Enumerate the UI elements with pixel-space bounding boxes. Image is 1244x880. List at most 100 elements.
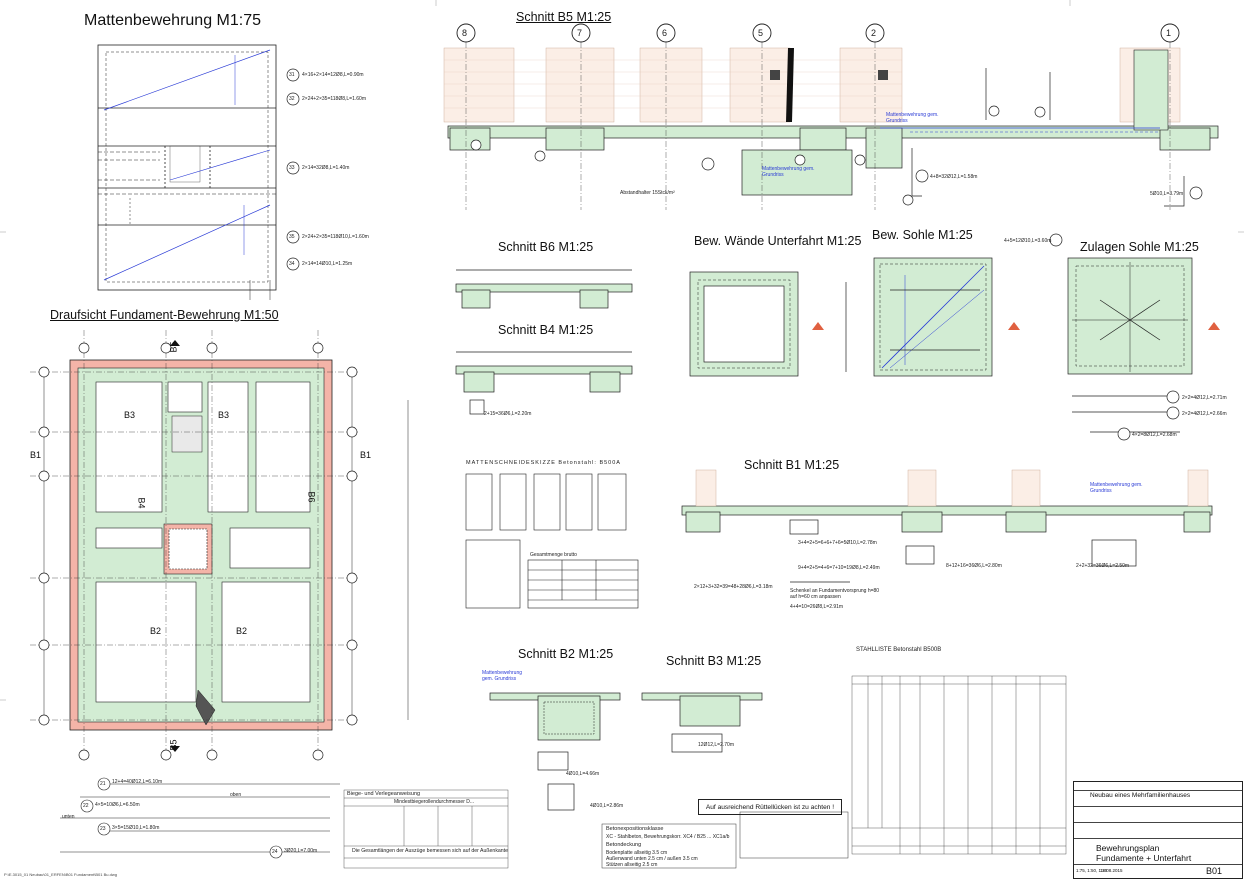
exp-line1: XC - Stahlbeton, Bewehrungskorr. XC4 / B… (606, 834, 730, 840)
bottom-pos-23-text: 3×5=15Ø10,L=1.80m (112, 825, 160, 831)
title-draufsicht: Draufsicht Fundament-Bewehrung M1:50 (50, 308, 279, 322)
bew-sohle (873, 257, 1020, 377)
note-matten-b1: Mattenbewehrung gem. Grundriss (1090, 482, 1143, 494)
zulagen-bubbles (1049, 233, 1180, 441)
note-matten-b2: Mattenbewehrung gem. Grundriss (482, 670, 523, 682)
biege-table (343, 789, 509, 869)
pos-14-text: 4+4=10=26Ø8,L=2.91m (790, 604, 844, 610)
note-abstandhalter: Abstandhalter 15Stck/m² (620, 190, 675, 196)
title-block: Neubau eines Mehrfamilienhauses Bewehrun… (1073, 781, 1243, 879)
b5-axis-bubbles (456, 23, 1180, 43)
bottom-pos-22-num: 22 (83, 803, 89, 809)
pos-6-text: 4×2=8Ø12,L=2.68m (1132, 432, 1177, 438)
bottom-pos-21-num: 21 (100, 781, 106, 787)
pos-13-text: 9+4=2+5=4+6=7+10=19Ø8,L=2.49m (798, 565, 880, 571)
title-bew-sohle: Bew. Sohle M1:25 (872, 228, 973, 242)
tb-scale: 1:75, 1:50, 1:25 (1076, 868, 1108, 873)
note-matten-b5b: Mattenbewehrung gem. Grundriss (762, 166, 815, 178)
title-zulagen-sohle: Zulagen Sohle M1:25 (1080, 240, 1199, 254)
schnitt-b5 (443, 42, 1219, 210)
exp-row3: Stützen allseitig 2.5 cm (606, 862, 658, 868)
label-oben: oben (230, 792, 242, 798)
biege-footer: Die Gesamtlängen der Auszüge bemessen si… (352, 848, 509, 854)
ruettelluecken-notice: Auf ausreichend Rüttellücken ist zu acht… (698, 799, 842, 815)
axis-label-8: 8 (462, 28, 468, 38)
pos-18-text: 4Ø10,L=2.86m (590, 803, 624, 809)
title-bew-waende: Bew. Wände Unterfahrt M1:25 (694, 234, 862, 248)
axis-label-5: 5 (758, 28, 764, 38)
mattenschneideskizze (465, 473, 639, 609)
axis-label-6: 6 (662, 28, 668, 38)
section-marker-b6: B6 (306, 491, 317, 503)
pos-17-text: 4Ø10,L=4.66m (566, 771, 600, 777)
zulagen-sohle (1067, 257, 1220, 433)
pos-9-text: 4+8=32Ø12,L=1.58m (930, 174, 978, 180)
pos-20-text: 2+15=36Ø6,L=2.20m (484, 411, 532, 417)
pos-11-text: 2×12+3+32=39=48+28Ø6,L=3.18m (694, 584, 773, 590)
matten-pos-34-text: 2×14=14Ø10,L=1.25m (302, 261, 353, 267)
pos-3-text: 4+5=12Ø10,L=3.60m (1004, 238, 1052, 244)
exp-row1: Bodenplatte allseitig 3.5 cm (606, 850, 668, 856)
axis-label-1: 1 (1166, 28, 1172, 38)
tb-plan-no: B01 (1206, 866, 1223, 876)
note-schenkel: Schenkel an Fundamentvorsprung h=80 auf … (790, 588, 880, 600)
biege-subtitle: Mindestbiegerollendurchmesser D... (394, 799, 475, 805)
title-schnitt-b1: Schnitt B1 M1:25 (744, 458, 840, 472)
title-schnitt-b3: Schnitt B3 M1:25 (666, 654, 762, 668)
note-matten-b5: Mattenbewehrung gem. Grundriss (886, 112, 939, 124)
bottom-pos-24-num: 24 (272, 849, 278, 855)
section-marker-b1-right: B1 (360, 450, 372, 460)
title-schnitt-b6: Schnitt B6 M1:25 (498, 240, 594, 254)
stahlliste-table (851, 675, 1067, 855)
schnitt-b2-b3 (489, 692, 763, 811)
title-schnitt-b5: Schnitt B5 M1:25 (516, 10, 612, 24)
title-mattenbewehrung: Mattenbewehrung M1:75 (84, 12, 261, 29)
pos-15-text: 8+12+16=36Ø6,L=2.80m (946, 563, 1002, 569)
bottom-pos-24-text: 3Ø20,L=7.00m (284, 848, 318, 854)
note-gesamtmenge: Gesamtmenge brutto (530, 552, 577, 558)
pos-19-text: 12Ø12,L=2.70m (698, 742, 734, 748)
tb-plan-title: Bewehrungsplan (1096, 843, 1160, 853)
axis-label-2: 2 (871, 28, 877, 38)
exp-betondeckung: Betondeckung (606, 842, 642, 848)
pos-12-text: 3+4=2+5=6+6+7+6=5Ø10,L=2.78m (798, 540, 877, 546)
exp-row2: Außenwand unten 2.5 cm / außen 3.5 cm (606, 856, 698, 862)
title-schnitt-b2: Schnitt B2 M1:25 (518, 647, 614, 661)
title-mattenschneideskizze: MATTENSCHNEIDESKIZZE Betonstahl: B500A (466, 460, 621, 466)
section-marker-b5-bottom: B5 (168, 739, 179, 751)
expositionsklasse-box (601, 811, 849, 869)
tb-project: Neubau eines Mehrfamilienhauses (1090, 792, 1191, 799)
exp-title: Betonexpositionsklasse (606, 826, 664, 832)
title-stahlliste: STAHLLISTE Betonstahl B500B (856, 647, 942, 653)
section-marker-b3-right: B3 (218, 410, 230, 420)
matten-pos-31-text: 4×16+2×14=12Ø8,L=0.90m (302, 72, 364, 78)
matten-pos-33-text: 2×14=32Ø8,L=1.40m (302, 165, 350, 171)
matten-pos-35-num: 35 (289, 234, 295, 240)
axis-label-7: 7 (577, 28, 583, 38)
matten-pos-33-num: 33 (289, 165, 295, 171)
bottom-pos-23-num: 23 (100, 826, 106, 832)
label-unten: unten (62, 814, 75, 820)
pos-16-text: 2+2+32=36Ø6,L=2.50m (1076, 563, 1130, 569)
matten-pos-34-num: 34 (289, 261, 295, 267)
mattenbewehrung-plan (97, 44, 277, 300)
pos-5-text: 2×2=4Ø12,L=2.66m (1182, 411, 1227, 417)
section-marker-b2-left: B2 (150, 626, 162, 636)
bew-waende-unterfahrt (689, 271, 847, 377)
pos-4-text: 2×2=4Ø12,L=2.71m (1182, 395, 1227, 401)
matten-pos-35-text: 2×24+2×35=118Ø10,L=1.60m (302, 234, 369, 240)
section-marker-b2-right: B2 (236, 626, 248, 636)
bottom-position-lines (60, 777, 340, 859)
bottom-pos-22-text: 4×5=10Ø6,L=6.50m (95, 802, 140, 808)
section-marker-b1-left: B1 (30, 450, 42, 460)
section-marker-b4: B4 (136, 497, 147, 509)
schnitt-b1 (681, 469, 1213, 583)
matten-pos-32-num: 32 (289, 96, 295, 102)
tb-plan-subtitle: Fundamente + Unterfahrt (1096, 853, 1192, 863)
biege-title: Biege- und Verlegeanweisung (347, 791, 421, 797)
matten-position-bubbles (286, 68, 300, 271)
schnitt-b6-b4 (455, 269, 633, 415)
section-marker-b3-left: B3 (124, 410, 136, 420)
